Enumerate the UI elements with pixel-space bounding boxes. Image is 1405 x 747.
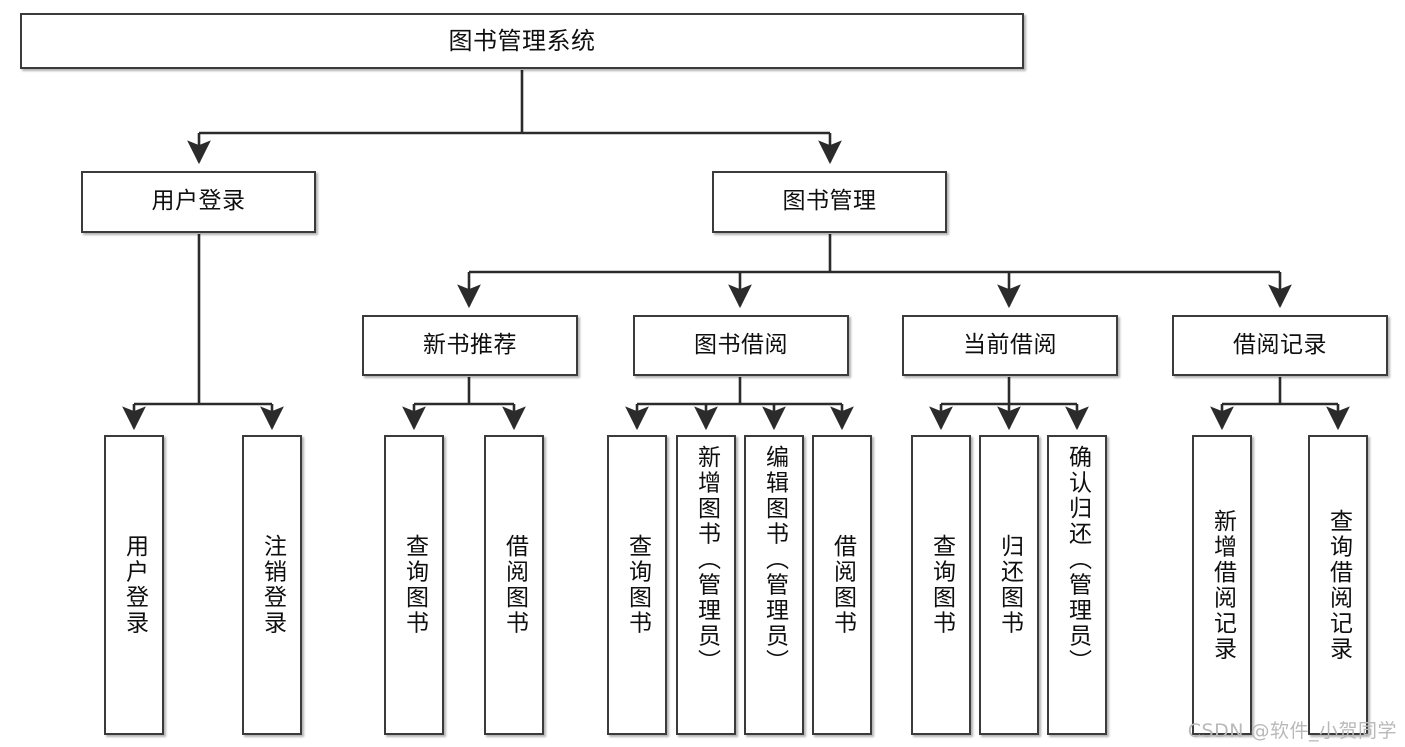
leaf-current-confirm-return-admin[interactable]: 确认归还（管理员） (1047, 435, 1107, 735)
node-label: 查询图书 (624, 534, 651, 636)
node-label: 当前借阅 (963, 331, 1057, 358)
leaf-borrow-edit-book-admin[interactable]: 编辑图书（管理员） (744, 435, 804, 735)
leaf-user-logout[interactable]: 注销登录 (242, 435, 302, 735)
node-label: 图书借阅 (694, 331, 788, 358)
node-label: 查询借阅记录 (1325, 508, 1352, 662)
watermark: CSDN @软件_小贺同学 (1187, 720, 1397, 742)
node-label: 借阅记录 (1233, 331, 1327, 358)
node-label: 图书管理 (782, 188, 877, 215)
node-label: 编辑图书（管理员） (761, 445, 788, 675)
leaf-records-add-record[interactable]: 新增借阅记录 (1192, 435, 1252, 735)
node-label: 用户登录 (151, 188, 246, 215)
leaf-borrow-add-book-admin[interactable]: 新增图书（管理员） (676, 435, 736, 735)
node-root-library-system[interactable]: 图书管理系统 (20, 13, 1024, 69)
leaf-borrow-query-book[interactable]: 查询图书 (607, 435, 667, 735)
node-label: 借阅图书 (829, 534, 856, 636)
node-label: 新增图书（管理员） (693, 445, 720, 675)
node-book-management[interactable]: 图书管理 (712, 171, 947, 233)
node-book-borrow[interactable]: 图书借阅 (633, 315, 849, 376)
node-label: 借阅图书 (501, 534, 528, 636)
leaf-current-return-book[interactable]: 归还图书 (979, 435, 1039, 735)
leaf-new-book-borrow[interactable]: 借阅图书 (484, 435, 544, 735)
leaf-new-book-query[interactable]: 查询图书 (384, 435, 444, 735)
node-current-borrow[interactable]: 当前借阅 (902, 315, 1118, 376)
node-label: 用户登录 (121, 534, 148, 636)
node-user-login[interactable]: 用户登录 (81, 171, 316, 233)
node-label: 查询图书 (401, 534, 428, 636)
leaf-records-query-record[interactable]: 查询借阅记录 (1308, 435, 1368, 735)
node-label: 新书推荐 (423, 331, 517, 358)
node-label: 确认归还（管理员） (1064, 445, 1091, 675)
node-new-book-recommend[interactable]: 新书推荐 (362, 315, 578, 376)
node-label: 归还图书 (996, 534, 1023, 636)
leaf-borrow-borrow-book[interactable]: 借阅图书 (812, 435, 872, 735)
node-label: 新增借阅记录 (1209, 508, 1236, 662)
leaf-user-login[interactable]: 用户登录 (104, 435, 164, 735)
node-label: 图书管理系统 (448, 26, 596, 55)
node-label: 查询图书 (928, 534, 955, 636)
node-label: 注销登录 (259, 534, 286, 636)
node-borrow-records[interactable]: 借阅记录 (1172, 315, 1388, 376)
leaf-current-query-book[interactable]: 查询图书 (911, 435, 971, 735)
